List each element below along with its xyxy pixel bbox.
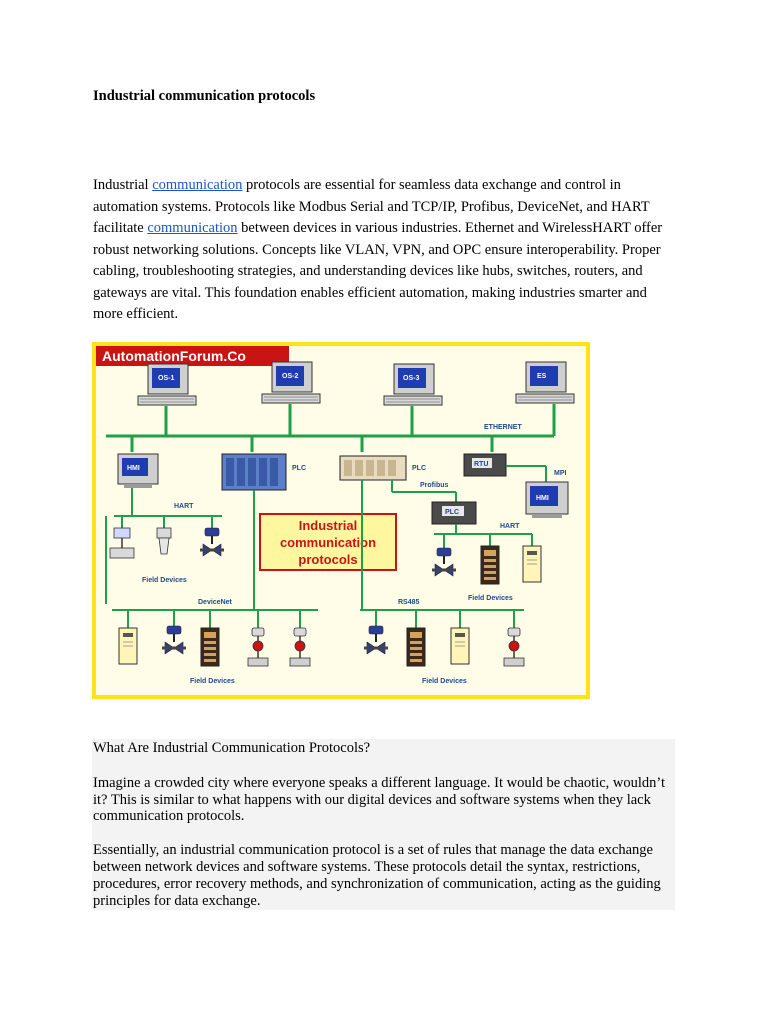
os-1-label: OS-1 (158, 375, 174, 382)
plc-rack-blue: PLC (221, 453, 306, 491)
intro-paragraph: Industrial communication protocols are e… (93, 175, 678, 326)
os-3-workstation: OS-3 (383, 363, 443, 406)
hart-right-label: HART (500, 523, 520, 530)
intro-text: between devices in various industries. E… (93, 220, 663, 322)
os-2-workstation: OS-2 (261, 361, 321, 404)
intro-text: protocols are essential for seamless dat… (93, 177, 650, 236)
brand-banner (96, 346, 289, 366)
plc-beige-label: PLC (412, 465, 426, 472)
center-title-box: Industrial communication protocols (259, 513, 397, 571)
field-devices-label-2: Field Devices (468, 595, 513, 602)
es-label: ES (537, 373, 547, 380)
page-title: Industrial communication protocols (93, 88, 316, 104)
hart-right-devices: Field Devices (430, 545, 542, 602)
rs485-devices: Field Devices (362, 624, 525, 685)
hart-left-devices: Field Devices (109, 526, 226, 584)
hmi-right-label: HMI (536, 495, 549, 502)
brand-label: AutomationForum.Co (102, 348, 246, 364)
center-title-line-1: Industrial (299, 518, 358, 533)
os-2-label: OS-2 (282, 373, 298, 380)
profibus-label: Profibus (420, 482, 448, 489)
hart-right-bus (434, 524, 533, 548)
protocols-diagram: AutomationForum.Co OS-1 OS-2 OS-3 ES (92, 342, 590, 699)
devicenet-bus (112, 609, 318, 628)
rtu-label: RTU (474, 461, 488, 468)
section-box: What Are Industrial Communication Protoc… (92, 739, 675, 910)
es-workstation: ES (515, 361, 575, 404)
plc-small-label: PLC (445, 509, 459, 516)
field-devices-label-1: Field Devices (142, 577, 187, 584)
ethernet-label: ETHERNET (484, 424, 522, 431)
profibus-link (391, 480, 457, 502)
hart-left-label: HART (174, 503, 194, 510)
section-paragraph-2: Essentially, an industrial communication… (93, 842, 661, 909)
os-1-workstation: OS-1 (137, 363, 197, 406)
plc-small: PLC (431, 501, 477, 525)
section-heading: What Are Industrial Communication Protoc… (93, 740, 371, 756)
hmi-right: HMI (525, 481, 569, 518)
rs485-bus (360, 609, 524, 628)
field-devices-label-4: Field Devices (422, 678, 467, 685)
hmi-left: HMI (117, 453, 159, 488)
section-paragraph-1: Imagine a crowded city where everyone sp… (93, 774, 665, 825)
ethernet-bus (106, 404, 556, 452)
devicenet-devices: Field Devices (118, 624, 311, 685)
hart-left-bus (105, 488, 222, 604)
devicenet-label: DeviceNet (198, 599, 233, 606)
os-3-label: OS-3 (403, 375, 419, 382)
communication-link[interactable]: communication (152, 177, 243, 193)
mpi-link (506, 465, 547, 482)
hmi-left-label: HMI (127, 465, 140, 472)
rtu-device: RTU (463, 453, 507, 477)
plc-rack-beige: PLC (339, 455, 426, 481)
communication-link[interactable]: communication (147, 220, 238, 236)
plc-blue-label: PLC (292, 465, 306, 472)
field-devices-label-3: Field Devices (190, 678, 235, 685)
center-title-line-2: communication (280, 535, 376, 550)
center-title-line-3: protocols (298, 552, 357, 567)
mpi-label: MPI (554, 470, 567, 477)
rs485-label: RS485 (398, 599, 420, 606)
intro-text: Industrial (93, 177, 153, 193)
